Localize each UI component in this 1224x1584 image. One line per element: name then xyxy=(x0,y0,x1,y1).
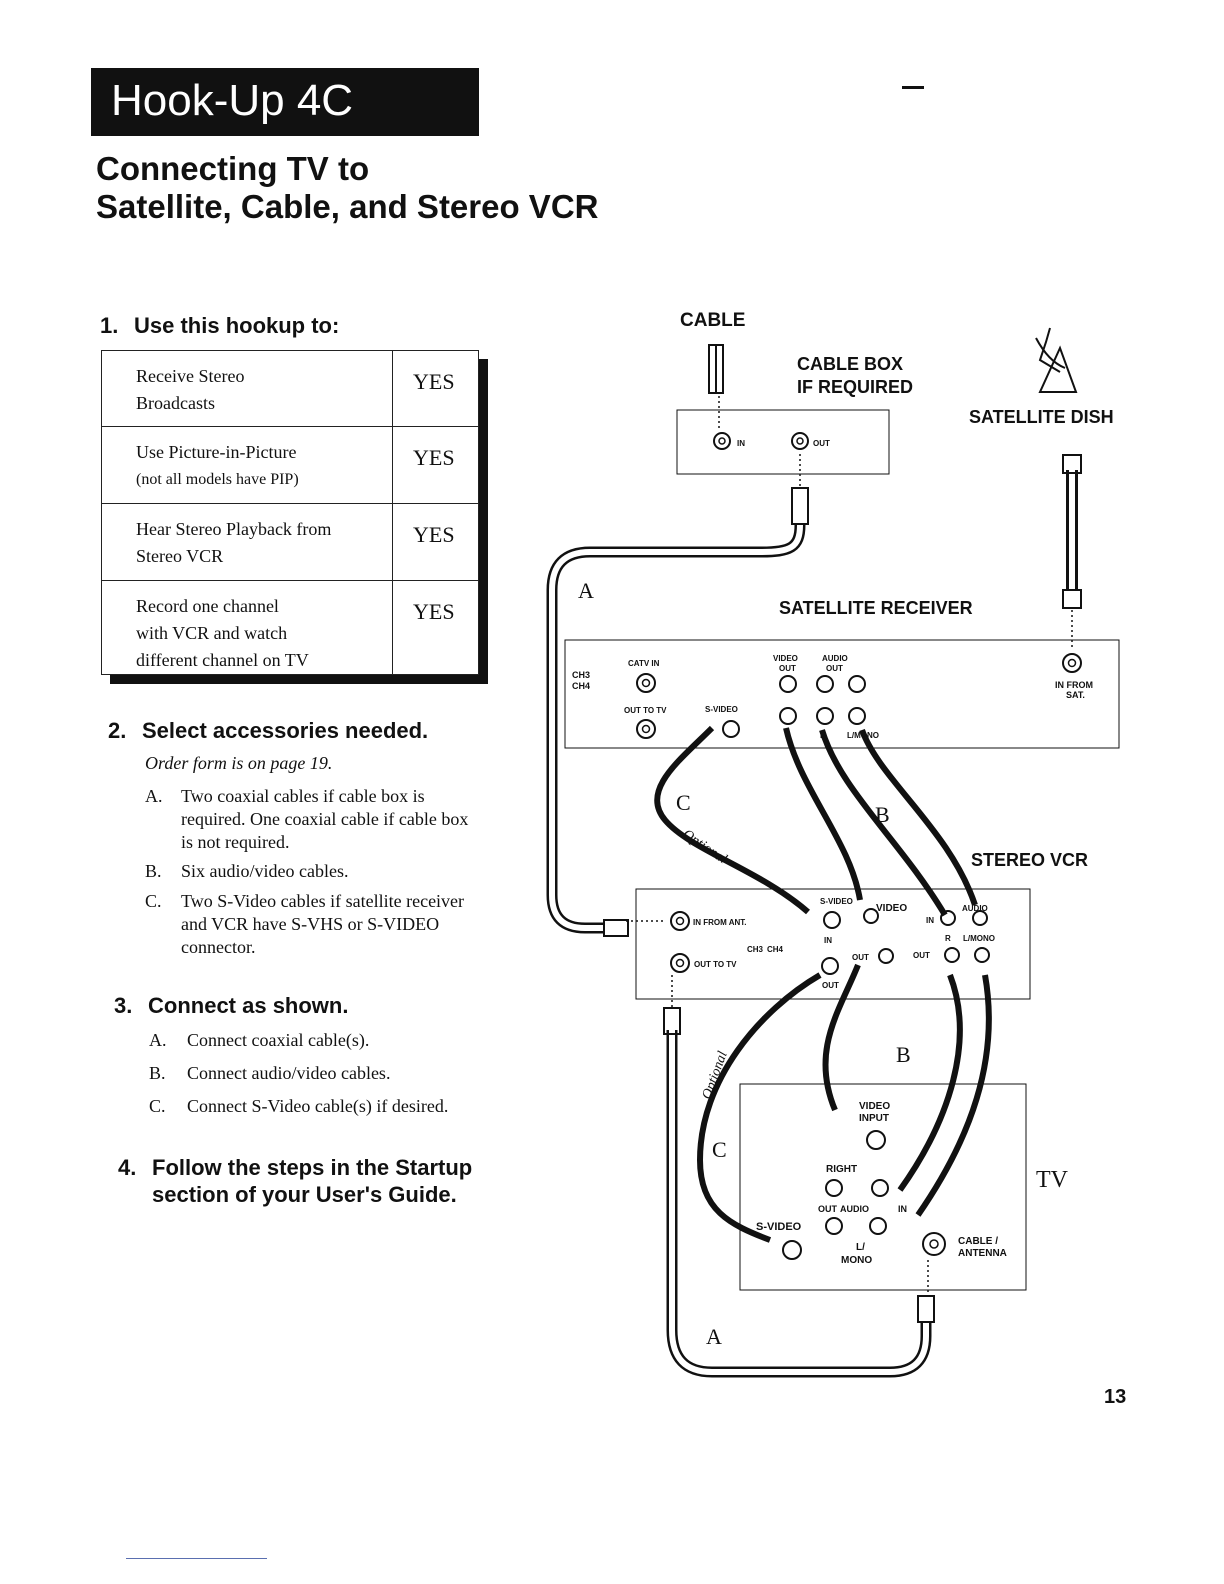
list-item: C.Connect S-Video cable(s) if desired. xyxy=(149,1096,449,1116)
cable-label-b: B xyxy=(875,802,890,827)
av-cable-b xyxy=(822,963,861,1112)
cable-label-a: A xyxy=(706,1324,722,1349)
section-1-heading: 1.Use this hookup to: xyxy=(100,313,340,338)
answer-cell: YES xyxy=(392,580,479,675)
label-satellite-dish: SATELLITE DISH xyxy=(969,407,1114,427)
svg-text:OUT: OUT xyxy=(818,1204,838,1214)
svg-text:VIDEO: VIDEO xyxy=(773,654,798,663)
svg-text:OUT: OUT xyxy=(913,951,930,960)
section-2-heading: 2.Select accessories needed. xyxy=(108,718,429,743)
svg-text:OUT: OUT xyxy=(822,981,839,990)
list-item: C.Two S-Video cables if satellite receiv… xyxy=(145,891,465,957)
optional-label: Optional xyxy=(700,1049,731,1101)
label-cable: CABLE xyxy=(680,310,745,331)
svg-text:OUT TO TV: OUT TO TV xyxy=(624,706,667,715)
av-cable-b xyxy=(915,974,992,1217)
svg-text:OUT: OUT xyxy=(779,664,796,673)
order-form-note: Order form is on page 19. xyxy=(145,753,333,773)
list-item: A.Connect coaxial cable(s). xyxy=(149,1030,370,1050)
section-4-heading: 4.Follow the steps in the Startup sectio… xyxy=(118,1155,473,1207)
list-item: B.Connect audio/video cables. xyxy=(149,1063,391,1083)
hookup-banner: Hook-Up 4C xyxy=(91,68,479,136)
svideo-cable-c-upper xyxy=(654,725,810,915)
svg-text:IN: IN xyxy=(898,1204,907,1214)
svg-text:SAT.: SAT. xyxy=(1066,690,1085,700)
svg-text:INPUT: INPUT xyxy=(859,1113,889,1124)
answer-cell: YES xyxy=(392,503,479,581)
svg-text:OUT TO TV: OUT TO TV xyxy=(694,960,737,969)
svg-text:RIGHT: RIGHT xyxy=(826,1164,857,1175)
svg-text:VIDEO: VIDEO xyxy=(859,1101,890,1112)
stereo-vcr-box xyxy=(635,888,1031,1000)
svg-text:OUT: OUT xyxy=(826,664,843,673)
av-cable-b xyxy=(783,727,863,901)
list-item: A.Two coaxial cables if cable box is req… xyxy=(145,786,469,852)
svg-text:R: R xyxy=(945,934,951,943)
title-line-2: Satellite, Cable, and Stereo VCR xyxy=(96,188,599,225)
label-tv: TV xyxy=(1036,1167,1069,1193)
svg-text:IN: IN xyxy=(737,439,745,448)
table-row: Use Picture-in-Picture(not all models ha… xyxy=(101,426,479,504)
label-if-required: IF REQUIRED xyxy=(797,377,913,397)
svg-text:CATV IN: CATV IN xyxy=(628,659,660,668)
banner-title: Hook-Up 4C xyxy=(111,76,354,125)
svg-text:IN FROM ANT.: IN FROM ANT. xyxy=(693,918,746,927)
svg-text:R: R xyxy=(820,731,826,740)
svg-text:L/MONO: L/MONO xyxy=(847,731,879,740)
satellite-receiver-box xyxy=(564,639,1120,749)
title-line-1: Connecting TV to xyxy=(96,150,370,187)
svg-text:S-VIDEO: S-VIDEO xyxy=(820,897,853,906)
svg-text:AUDIO: AUDIO xyxy=(962,904,988,913)
page-title: Connecting TV to Satellite, Cable, and S… xyxy=(96,150,598,226)
tv-box xyxy=(739,1083,1027,1291)
answer-cell: YES xyxy=(392,426,479,504)
optional-label: Optional xyxy=(680,827,730,867)
page-number: 13 xyxy=(1104,1386,1127,1408)
answer-cell: YES xyxy=(413,369,455,394)
svg-text:AUDIO: AUDIO xyxy=(840,1204,869,1214)
cable-label-c: C xyxy=(712,1137,727,1162)
svg-text:OUT: OUT xyxy=(852,953,869,962)
footer-rule xyxy=(126,1558,267,1559)
label-cable-box: CABLE BOX xyxy=(797,354,903,374)
label-stereo-vcr: STEREO VCR xyxy=(971,850,1088,870)
label-satellite-receiver: SATELLITE RECEIVER xyxy=(779,598,973,618)
cable-label-c: C xyxy=(676,790,691,815)
av-cable-b xyxy=(859,728,978,906)
svideo-cable-c-lower xyxy=(696,972,822,1243)
svg-text:CH4: CH4 xyxy=(767,945,784,954)
svg-text:S-VIDEO: S-VIDEO xyxy=(705,705,738,714)
stray-mark xyxy=(902,86,924,89)
section-3-heading: 3.Connect as shown. xyxy=(114,993,349,1018)
svg-text:L/MONO: L/MONO xyxy=(963,934,995,943)
svg-text:VIDEO: VIDEO xyxy=(876,903,907,914)
svg-text:L/: L/ xyxy=(856,1242,865,1253)
svg-text:S-VIDEO: S-VIDEO xyxy=(756,1221,802,1233)
svg-text:CH3: CH3 xyxy=(747,945,764,954)
cable-label-a: A xyxy=(578,578,594,603)
svg-text:IN FROM: IN FROM xyxy=(1055,680,1093,690)
svg-text:OUT: OUT xyxy=(813,439,830,448)
svg-text:ANTENNA: ANTENNA xyxy=(958,1248,1007,1259)
svg-text:CH3: CH3 xyxy=(572,670,590,680)
av-cable-b xyxy=(897,973,963,1192)
av-cable-b xyxy=(819,729,948,917)
svg-text:IN: IN xyxy=(926,916,934,925)
svg-text:MONO: MONO xyxy=(841,1255,872,1266)
svg-text:IN: IN xyxy=(824,936,832,945)
cable-label-b: B xyxy=(896,1042,911,1067)
cable-box xyxy=(676,409,890,475)
svg-text:AUDIO: AUDIO xyxy=(822,654,848,663)
svg-text:CH4: CH4 xyxy=(572,681,590,691)
list-item: B.Six audio/video cables. xyxy=(145,861,349,881)
svg-text:CABLE /: CABLE / xyxy=(958,1236,998,1247)
